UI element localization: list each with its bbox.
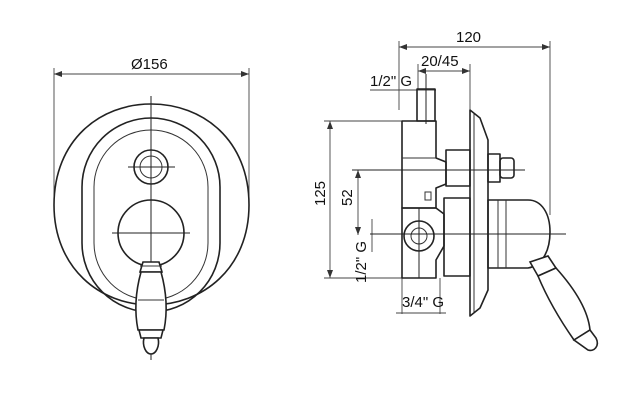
arrow	[327, 121, 333, 129]
front-diameter-label: Ø156	[131, 56, 168, 73]
side-view: 120 20/45 1/2" G 125 52 1/2" G 3/4" G	[312, 29, 599, 352]
arrow-left	[54, 71, 62, 77]
top-outlet-thread-label: 1/2" G	[370, 73, 412, 90]
arrow	[399, 44, 407, 50]
arrow	[542, 44, 550, 50]
side-depth-label: 120	[456, 29, 481, 46]
arrow	[355, 170, 361, 178]
overall-height-label: 125	[312, 181, 329, 206]
diverter-stem	[445, 149, 471, 187]
handle-lever	[135, 271, 167, 331]
outlet-spacing-label: 52	[339, 189, 356, 206]
small-fitting	[424, 191, 432, 201]
diverter-collar	[487, 153, 501, 183]
arrow-right	[241, 71, 249, 77]
valve-body-lower	[401, 207, 445, 279]
side-outlet-thread-label: 1/2" G	[353, 241, 370, 283]
handle-collar	[138, 261, 164, 273]
lever-handle	[536, 267, 591, 342]
diverter-knob	[499, 157, 515, 179]
bottom-inlet-thread-label: 3/4" G	[402, 294, 444, 311]
front-view: Ø156	[53, 56, 250, 360]
mixer-cartridge	[487, 199, 551, 269]
arrow	[462, 68, 470, 74]
arrow	[418, 68, 426, 74]
lever-tip	[572, 328, 599, 352]
handle-ring	[137, 329, 165, 339]
side-depth-range-label: 20/45	[421, 53, 459, 70]
housing-block	[443, 197, 471, 277]
valve-body-upper	[401, 120, 447, 209]
arrow	[355, 227, 361, 235]
handle-tip	[142, 337, 160, 355]
wall-plate-profile	[469, 109, 489, 317]
arrow	[327, 270, 333, 278]
wall-plate-outer	[53, 103, 250, 306]
